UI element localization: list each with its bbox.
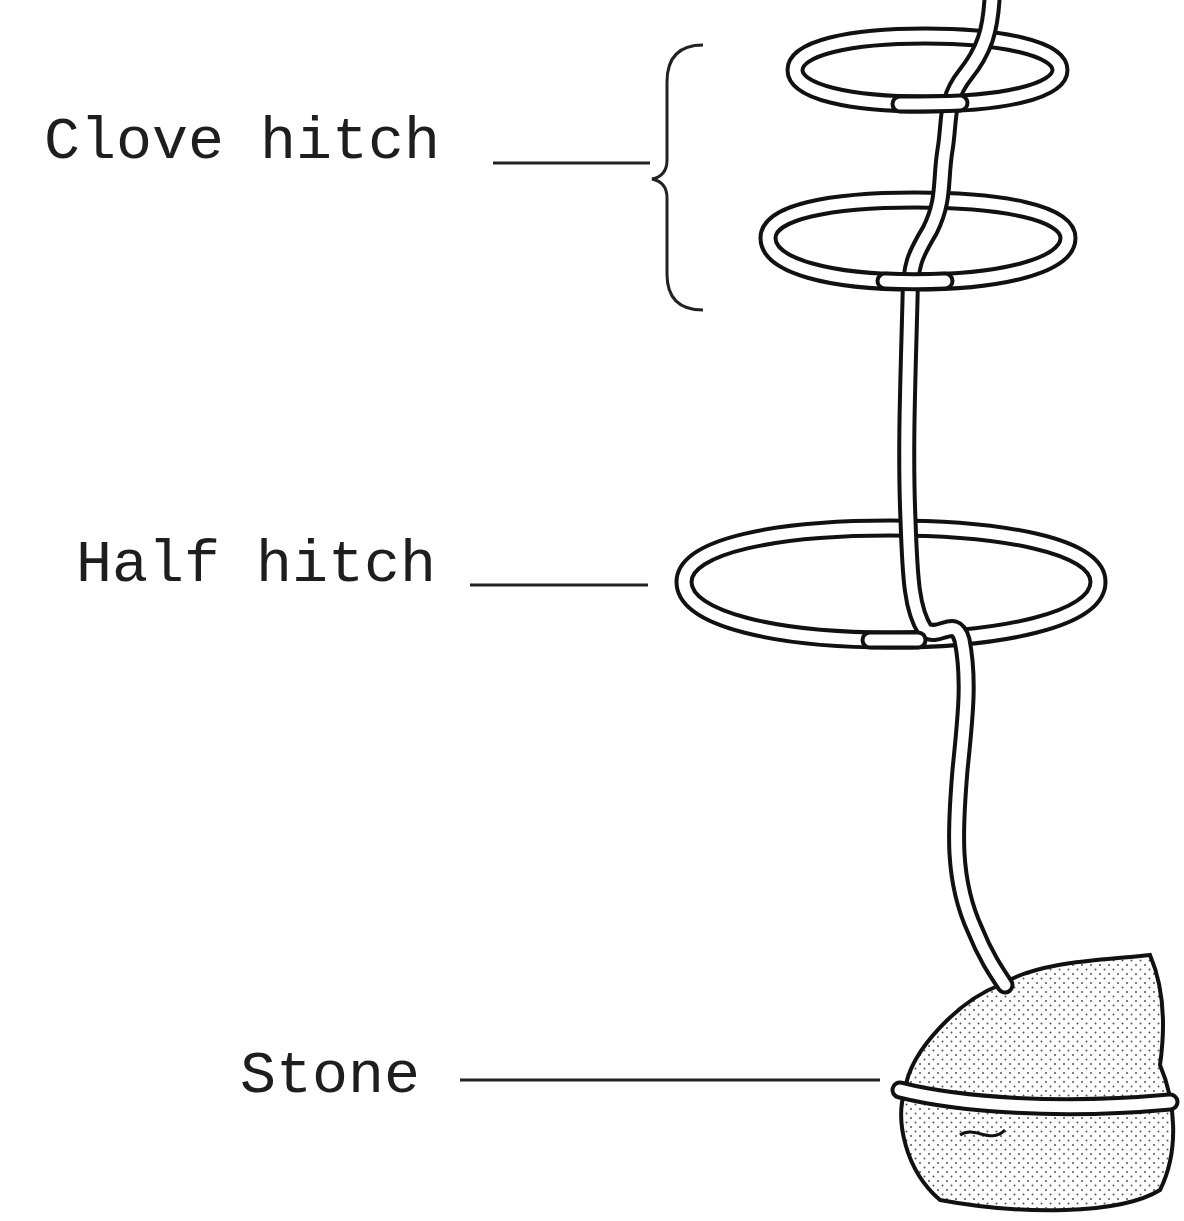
part-label: Clove hitch [44, 112, 440, 172]
part-label: Stone [240, 1046, 420, 1106]
leader-line [460, 1079, 880, 1082]
rope [907, 0, 1005, 985]
rope-band [900, 1090, 1170, 1107]
leader-line [493, 162, 650, 165]
stone-mark [960, 1130, 1005, 1136]
half-hitch-loop [684, 528, 1098, 640]
loop-front [870, 103, 960, 640]
leader-line [470, 584, 648, 587]
rope-band [900, 1090, 1170, 1107]
stone [901, 955, 1173, 1210]
part-label: Half hitch [76, 535, 436, 595]
bracket [652, 45, 703, 310]
